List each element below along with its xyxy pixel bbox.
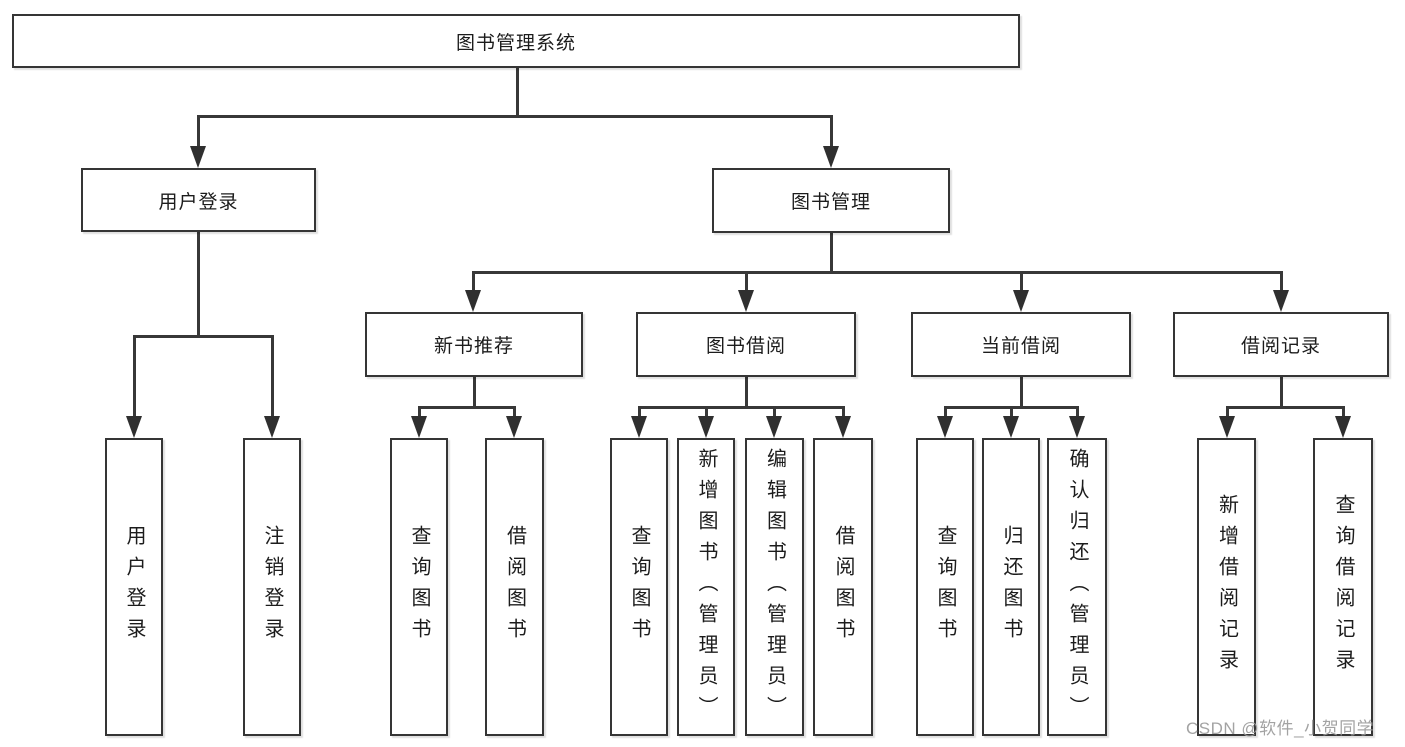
connector-drop (1279, 377, 1283, 408)
connector-user-login-stem (196, 116, 200, 150)
leaf-logout-label: 注销登录 (261, 525, 283, 649)
connector-leaf-stem (512, 406, 516, 420)
leaf-user-login-label: 用户登录 (123, 525, 145, 649)
connector-section-stem (744, 271, 748, 294)
connector-bar (417, 405, 516, 409)
connector-root-stem (515, 68, 519, 117)
arrowhead (264, 416, 280, 438)
arrowhead (1219, 416, 1235, 438)
leaf-confirm-return-admin: 确认归还（管理员） (1047, 438, 1107, 736)
connector-leaf-stem (1009, 406, 1013, 420)
connector-login-drop (196, 232, 200, 336)
node-root-label: 图书管理系统 (455, 32, 576, 54)
connector-leaf-stem (637, 406, 641, 420)
leaf-return-books: 归还图书 (982, 438, 1040, 736)
connector-leaf-stem (1225, 406, 1229, 420)
leaf-logout: 注销登录 (243, 438, 301, 736)
connector-leaf-stem (841, 406, 845, 420)
arrowhead (190, 146, 206, 168)
arrowhead (1069, 416, 1085, 438)
leaf-query-borrow-record: 查询借阅记录 (1313, 438, 1373, 736)
arrowhead (126, 416, 142, 438)
connector-drop (744, 377, 748, 408)
leaf-query-books-current: 查询图书 (916, 438, 974, 736)
node-current-borrow: 当前借阅 (911, 312, 1131, 377)
connector-section-stem (471, 271, 475, 294)
node-book-mgmt: 图书管理 (712, 168, 950, 233)
arrowhead (411, 416, 427, 438)
leaf-query-books-recommend: 查询图书 (390, 438, 448, 736)
node-user-login: 用户登录 (81, 168, 316, 232)
arrowhead (1003, 416, 1019, 438)
connector-leaf-stem (1341, 406, 1345, 420)
arrowhead (766, 416, 782, 438)
arrowhead (631, 416, 647, 438)
arrowhead (698, 416, 714, 438)
leaf-add-books-admin-label: 新增图书（管理员） (695, 447, 717, 727)
connector-drop (472, 377, 476, 408)
arrowhead (465, 290, 481, 312)
node-new-book-recommend-label: 新书推荐 (433, 336, 514, 357)
leaf-confirm-return-admin-label: 确认归还（管理员） (1066, 447, 1088, 727)
connector-section-stem (1019, 271, 1023, 294)
connector-drop (1019, 377, 1023, 408)
leaf-query-books-borrow: 查询图书 (610, 438, 668, 736)
leaf-edit-books-admin: 编辑图书（管理员） (745, 438, 804, 736)
leaf-edit-books-admin-label: 编辑图书（管理员） (763, 447, 786, 727)
leaf-add-books-admin: 新增图书（管理员） (677, 438, 735, 736)
node-borrow-records: 借阅记录 (1173, 312, 1389, 377)
arrowhead (1013, 290, 1029, 312)
leaf-query-books-borrow-label: 查询图书 (628, 525, 650, 649)
connector-bar (1225, 405, 1345, 409)
connector-section-stem (1279, 271, 1283, 294)
node-book-borrow-label: 图书借阅 (705, 336, 786, 357)
connector-leaf-stem (772, 406, 776, 420)
connector-leaf-stem (132, 335, 136, 420)
connector-leaf-stem (417, 406, 421, 420)
leaf-borrow-books-label: 借阅图书 (832, 525, 854, 649)
connector-level3-bar (471, 270, 1283, 274)
connector-book-mgmt-stem (829, 116, 833, 150)
arrowhead (823, 146, 839, 168)
connector-login-bar (132, 334, 274, 338)
node-borrow-records-label: 借阅记录 (1240, 336, 1321, 357)
leaf-add-borrow-record: 新增借阅记录 (1197, 438, 1256, 736)
arrowhead (1335, 416, 1351, 438)
leaf-borrow-books: 借阅图书 (813, 438, 873, 736)
arrowhead (738, 290, 754, 312)
leaf-query-books-current-label: 查询图书 (934, 525, 956, 649)
node-book-borrow: 图书借阅 (636, 312, 856, 377)
leaf-user-login: 用户登录 (105, 438, 163, 736)
connector-leaf-stem (1075, 406, 1079, 420)
leaf-return-books-label: 归还图书 (1000, 525, 1022, 649)
connector-leaf-stem (270, 335, 274, 420)
leaf-borrow-books-recommend-label: 借阅图书 (503, 525, 526, 649)
node-book-mgmt-label: 图书管理 (790, 192, 871, 213)
arrowhead (506, 416, 522, 438)
arrowhead (835, 416, 851, 438)
leaf-query-borrow-record-label: 查询借阅记录 (1332, 494, 1354, 680)
node-current-borrow-label: 当前借阅 (980, 336, 1061, 357)
leaf-add-borrow-record-label: 新增借阅记录 (1215, 494, 1238, 680)
connector-leaf-stem (943, 406, 947, 420)
connector-mgmt-drop (829, 232, 833, 273)
leaf-borrow-books-recommend: 借阅图书 (485, 438, 544, 736)
leaf-query-books-recommend-label: 查询图书 (408, 525, 430, 649)
node-new-book-recommend: 新书推荐 (365, 312, 583, 377)
connector-level2-bar (196, 115, 833, 118)
node-user-login-label: 用户登录 (158, 191, 239, 213)
arrowhead (937, 416, 953, 438)
connector-leaf-stem (704, 406, 708, 420)
csdn-watermark: CSDN @软件_小贺同学 (1186, 719, 1375, 738)
node-root: 图书管理系统 (12, 14, 1020, 68)
arrowhead (1273, 290, 1289, 312)
connector-bar (637, 405, 845, 409)
